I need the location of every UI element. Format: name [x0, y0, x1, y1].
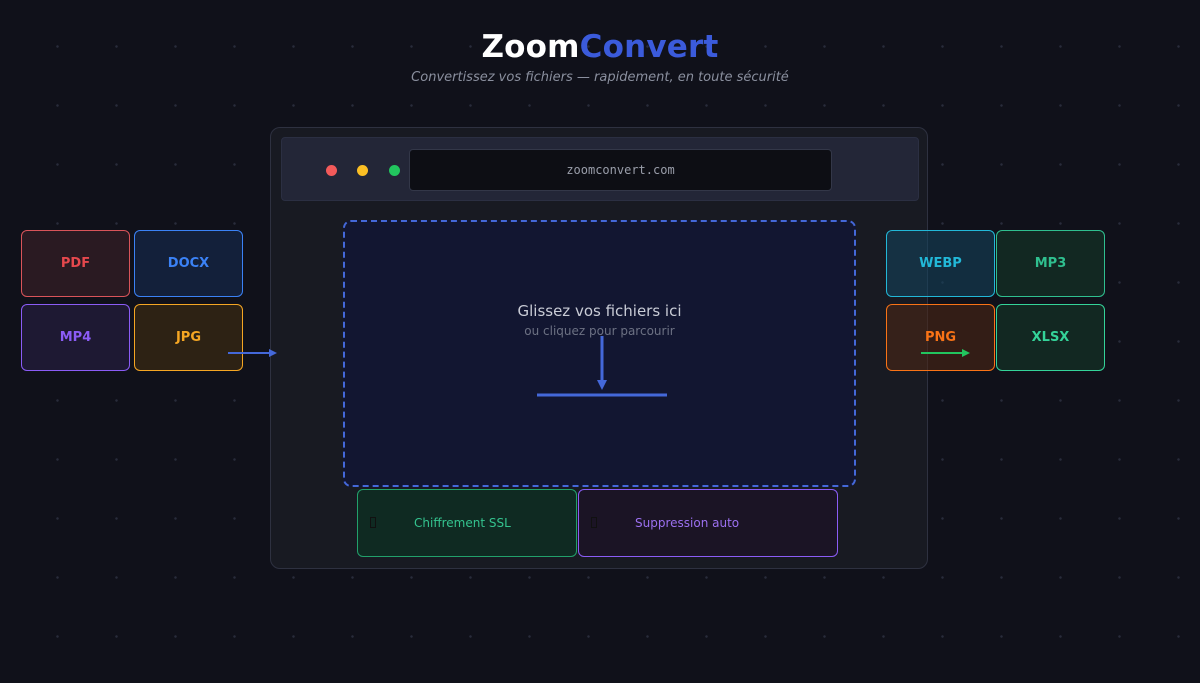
browser-titlebar: zoomconvert.com [281, 137, 919, 201]
dropzone-title: Glissez vos fichiers ici [517, 302, 682, 320]
format-label: PDF [60, 256, 91, 271]
lock-icon [370, 517, 376, 528]
header: ZoomConvert Convertissez vos fichiers — … [0, 27, 1200, 85]
auto-delete-badge: Suppression auto [578, 489, 838, 557]
dropzone-subtitle: ou cliquez pour parcourir [524, 324, 675, 338]
format-label: MP4 [59, 330, 92, 345]
app-title-part2: Convert [579, 29, 719, 65]
url-text: zoomconvert.com [566, 163, 675, 177]
format-label: DOCX [167, 256, 210, 271]
format-tile-png[interactable]: PNG [886, 304, 995, 371]
format-tile-xlsx[interactable]: XLSX [996, 304, 1105, 371]
format-tile-jpg[interactable]: JPG [134, 304, 243, 371]
format-tile-pdf[interactable]: PDF [21, 230, 130, 297]
format-label: JPG [175, 330, 202, 345]
format-tile-docx[interactable]: DOCX [134, 230, 243, 297]
output-arrow-icon [921, 349, 970, 357]
app-subtitle: Convertissez vos fichiers — rapidement, … [411, 70, 789, 85]
close-window-dot[interactable] [326, 165, 337, 176]
format-label: WEBP [919, 256, 962, 271]
auto-delete-badge-label: Suppression auto [635, 516, 740, 530]
format-tile-mp4[interactable]: MP4 [21, 304, 130, 371]
minimize-window-dot[interactable] [357, 165, 368, 176]
file-dropzone[interactable]: Glissez vos fichiers ici ou cliquez pour… [343, 220, 856, 487]
format-label: MP3 [1034, 256, 1067, 271]
format-label: PNG [924, 330, 957, 345]
format-label: XLSX [1031, 330, 1070, 345]
ssl-badge-label: Chiffrement SSL [414, 516, 511, 530]
app-title: ZoomConvert [0, 27, 1200, 67]
ssl-encryption-badge: Chiffrement SSL [357, 489, 577, 557]
upload-arrow-down-icon [537, 336, 667, 397]
url-bar[interactable]: zoomconvert.com [409, 149, 832, 191]
format-tile-mp3[interactable]: MP3 [996, 230, 1105, 297]
app-title-part1: Zoom [481, 29, 580, 65]
format-tile-webp[interactable]: WEBP [886, 230, 995, 297]
input-arrow-icon [228, 349, 277, 357]
trash-icon [591, 517, 597, 528]
maximize-window-dot[interactable] [389, 165, 400, 176]
